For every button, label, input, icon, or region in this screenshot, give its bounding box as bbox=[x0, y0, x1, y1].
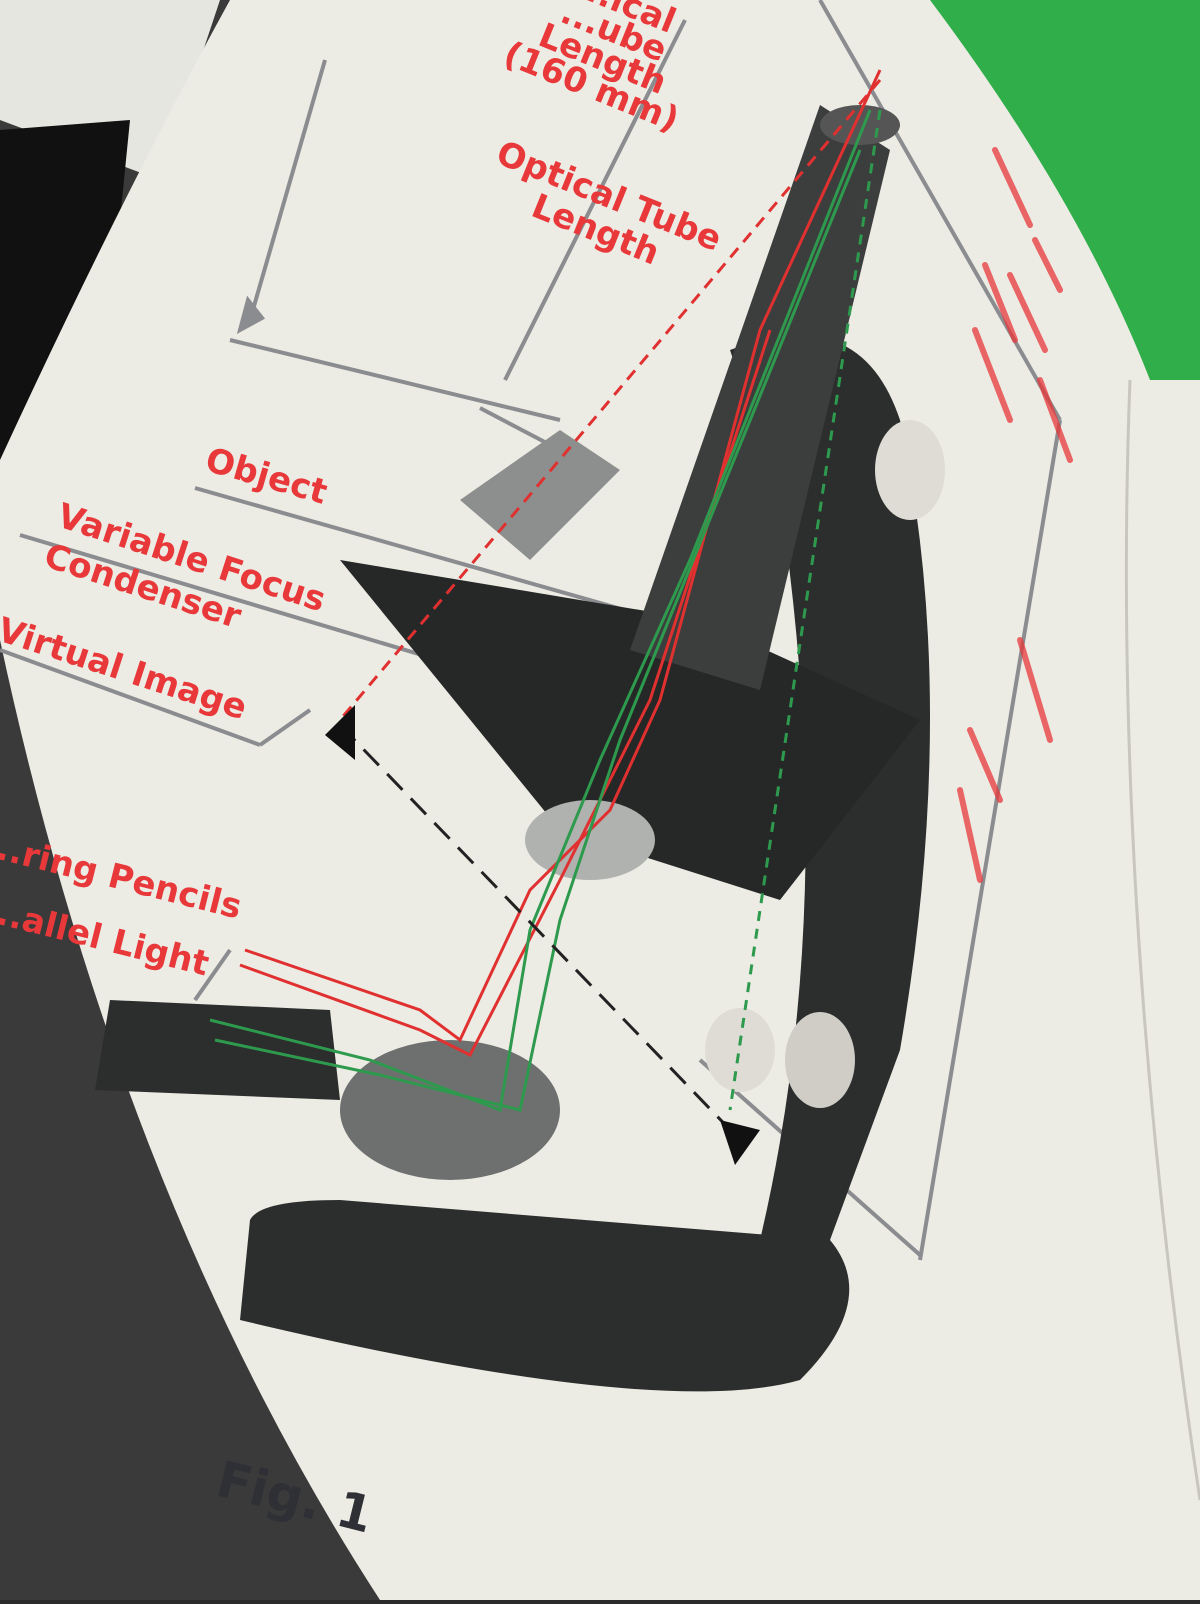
coarse-focus-knob bbox=[875, 420, 945, 520]
illegible-right-labels bbox=[957, 147, 1073, 883]
light-rays bbox=[209, 69, 882, 1142]
base-arm bbox=[95, 1000, 340, 1100]
focus-knob-2 bbox=[785, 1012, 855, 1108]
page-fold bbox=[1124, 379, 1200, 1501]
fine-focus-knob bbox=[705, 1008, 775, 1092]
condenser-lens bbox=[525, 800, 655, 880]
virtual-image-arrow-icon bbox=[325, 705, 355, 760]
leader-lines bbox=[0, 0, 1062, 1261]
objective-nosepiece bbox=[460, 430, 620, 560]
object-arrow-icon bbox=[720, 1120, 760, 1165]
virtual-image-dashed-line bbox=[338, 723, 742, 1142]
microscope-stage bbox=[340, 560, 920, 900]
microscope-base bbox=[240, 1200, 850, 1392]
